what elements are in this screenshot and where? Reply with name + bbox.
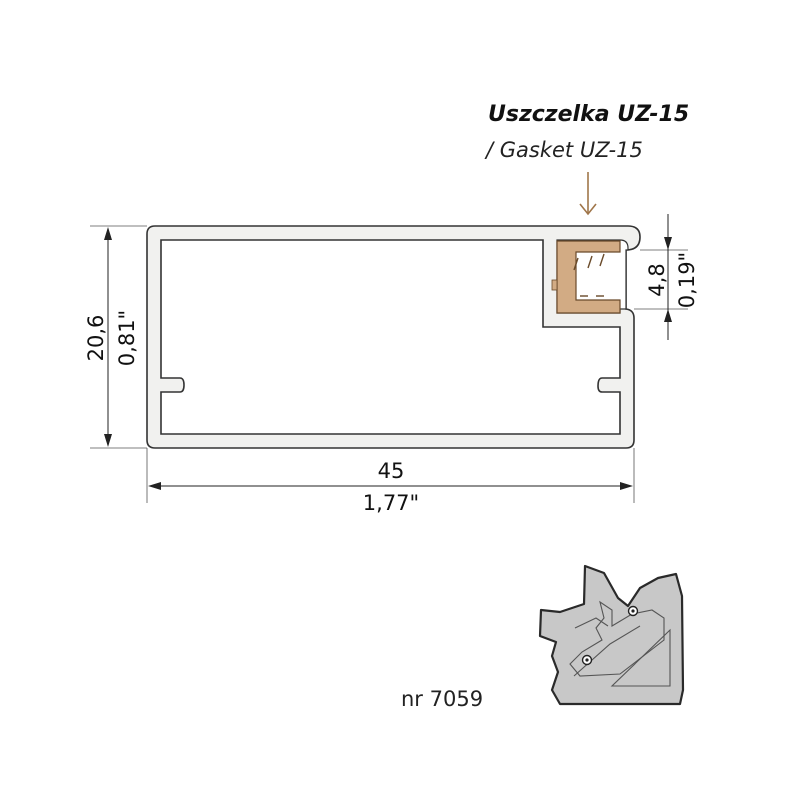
height-dimension: [90, 225, 147, 449]
gasket-pointer-arrow: [579, 172, 597, 216]
gasket-lips: [573, 253, 605, 297]
gasket-height-in-label: 0,19": [675, 252, 699, 308]
width-in-label: 1,77": [363, 491, 419, 515]
part-number: nr 7059: [401, 687, 483, 711]
gasket-uz15: [556, 240, 621, 314]
height-in-label: 0,81": [115, 310, 139, 366]
height-mm-label: 20,6: [84, 315, 108, 362]
gasket-height-dimension: [634, 214, 688, 340]
gasket-nub: [551, 279, 558, 291]
gasket-label-pl: Uszczelka UZ-15: [488, 102, 689, 127]
width-mm-label: 45: [378, 459, 405, 483]
width-dimension: [146, 448, 635, 503]
corner-connector-icon: [538, 564, 685, 706]
gasket-label-en: / Gasket UZ-15: [484, 138, 643, 162]
gasket-height-mm-label: 4,8: [645, 263, 669, 296]
